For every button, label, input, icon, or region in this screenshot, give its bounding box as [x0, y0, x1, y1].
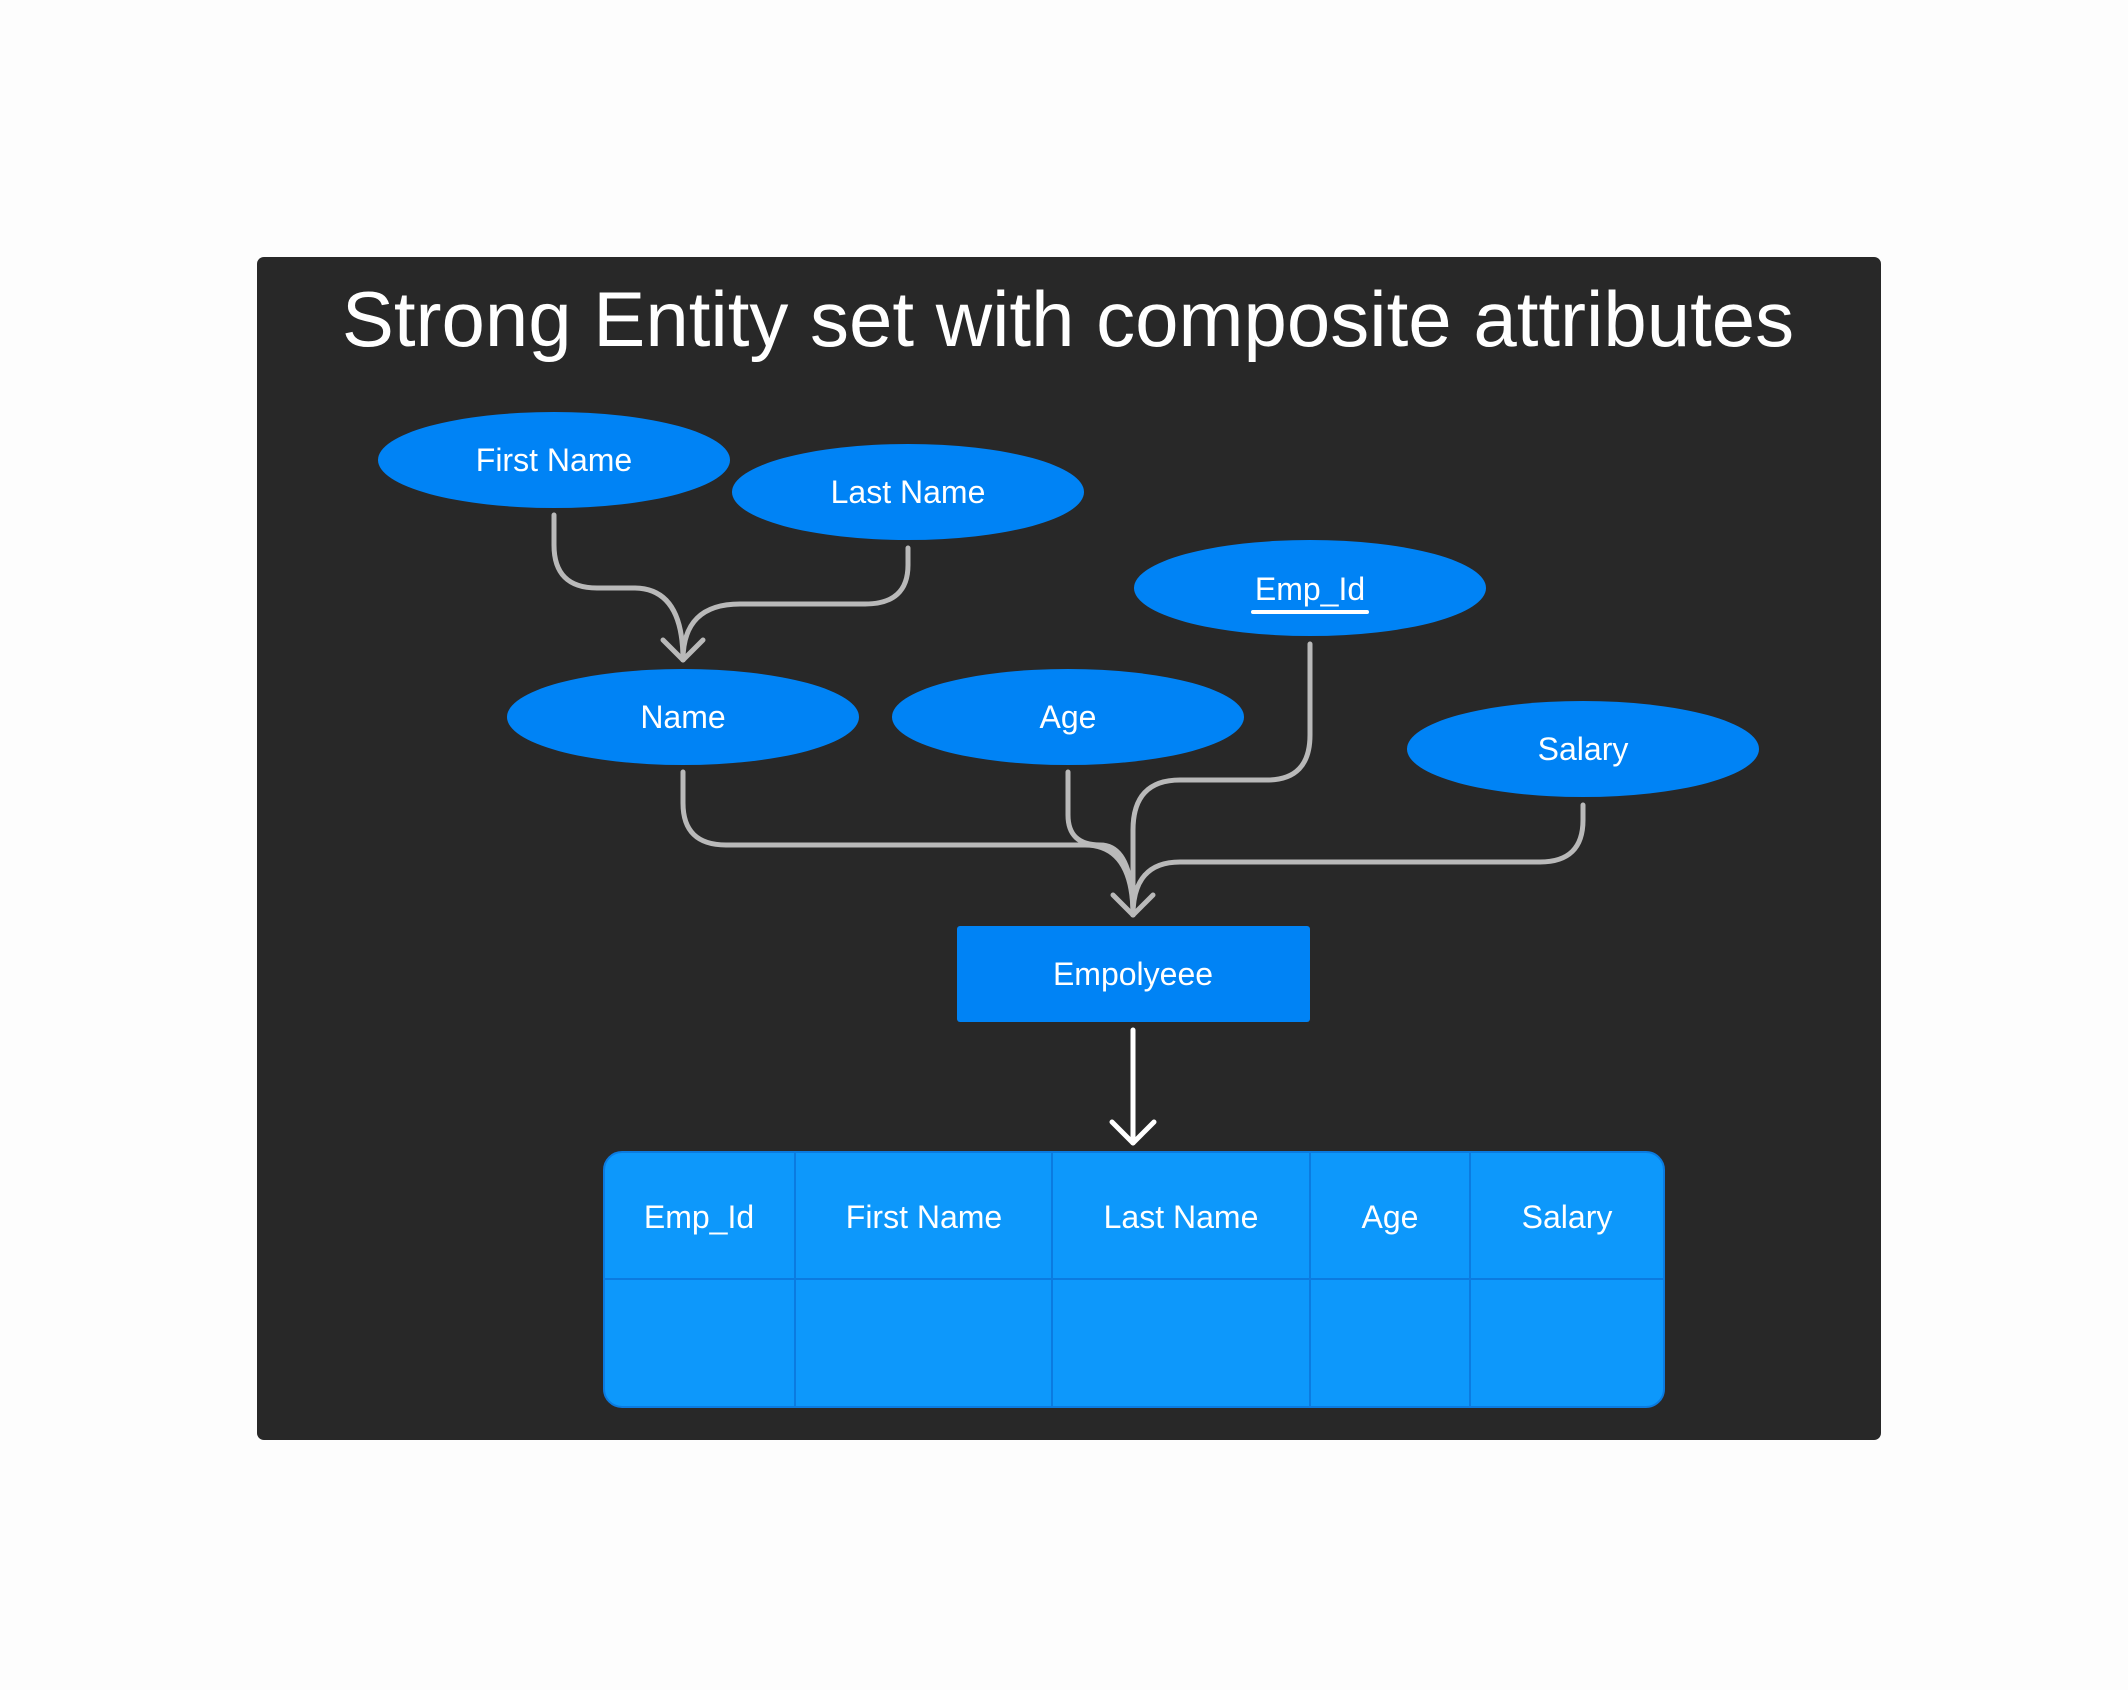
connector-emp-id-to-entity — [1130, 641, 1313, 918]
attribute-shape — [1134, 540, 1486, 636]
diagram-title: Strong Entity set with composite attribu… — [342, 275, 1794, 363]
attribute-label: Age — [1040, 699, 1097, 735]
connectors — [551, 512, 1586, 918]
arrowhead-to-name — [660, 637, 706, 663]
diagram-panel — [257, 257, 1881, 1440]
attribute-shape — [892, 669, 1244, 765]
connector-first-name-to-name — [551, 512, 686, 663]
table-header-last-name: Last Name — [1104, 1199, 1259, 1235]
arrowhead-to-entity — [1110, 892, 1156, 918]
attribute-shape — [1407, 701, 1759, 797]
attribute-emp-id: Emp_Id — [1134, 540, 1486, 636]
connector-last-name-to-name — [680, 545, 911, 663]
attribute-last-name: Last Name — [732, 444, 1084, 540]
entity-shape — [957, 926, 1310, 1022]
connector-arrowheads — [660, 637, 1156, 918]
attribute-label: Last Name — [831, 474, 986, 510]
attribute-label: First Name — [476, 442, 632, 478]
table-header-first-name: First Name — [846, 1199, 1002, 1235]
entity-employee: Empolyeee — [957, 926, 1310, 1022]
attribute-label-key: Emp_Id — [1255, 571, 1365, 607]
entity-label: Empolyeee — [1053, 956, 1213, 992]
arrowhead-to-table — [1109, 1119, 1157, 1146]
attribute-label: Name — [640, 699, 725, 735]
connector-age-to-entity — [1065, 769, 1136, 918]
table-header-age: Age — [1362, 1199, 1419, 1235]
attribute-age: Age — [892, 669, 1244, 765]
attribute-shape — [507, 669, 859, 765]
attribute-shape — [378, 412, 730, 508]
table-header-emp-id: Emp_Id — [644, 1199, 754, 1235]
attribute-shape — [732, 444, 1084, 540]
attribute-name: Name — [507, 669, 859, 765]
entity-to-table-arrow — [1109, 1027, 1157, 1146]
attribute-label: Salary — [1538, 731, 1629, 767]
connector-salary-to-entity — [1130, 802, 1586, 918]
relation-table: Emp_Id First Name Last Name Age Salary — [603, 1151, 1665, 1408]
table-header-salary: Salary — [1522, 1199, 1613, 1235]
attribute-salary: Salary — [1407, 701, 1759, 797]
attribute-first-name: First Name — [378, 412, 730, 508]
